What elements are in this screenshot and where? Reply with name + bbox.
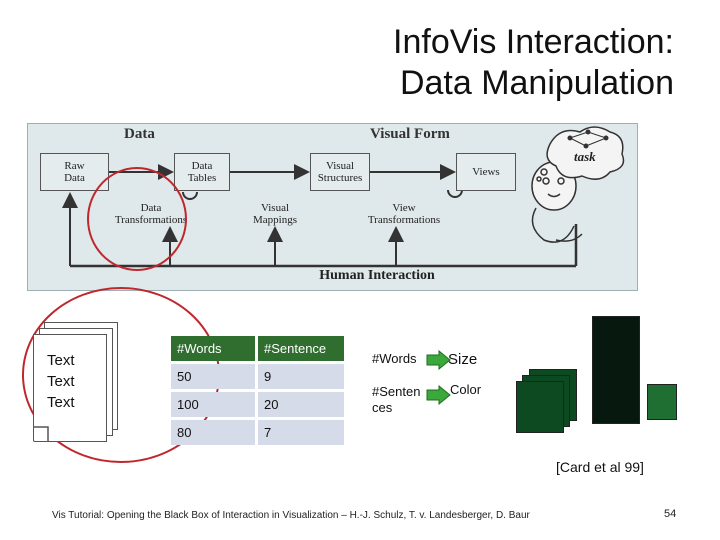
mapping-source-words: #Words xyxy=(372,351,417,366)
header-words: #Words xyxy=(171,336,255,361)
cell-sentence: 20 xyxy=(258,392,344,417)
page-number: 54 xyxy=(664,508,677,520)
raw-data-box: Raw Data xyxy=(40,153,109,191)
document-glyph-small xyxy=(647,384,677,420)
cell-words: 100 xyxy=(171,392,255,417)
title-line-2: Data Manipulation xyxy=(399,64,674,102)
table-row: 80 7 xyxy=(171,420,344,445)
mapping-source-sentences: #Senten ces xyxy=(372,384,421,415)
document-page-front xyxy=(33,334,107,442)
human-interaction-caption: Human Interaction xyxy=(298,269,456,283)
visual-mappings-caption: Visual Mappings xyxy=(253,202,297,226)
cell-words: 80 xyxy=(171,420,255,445)
footer-text: Vis Tutorial: Opening the Black Box of I… xyxy=(52,510,530,521)
cell-sentence: 9 xyxy=(258,364,344,389)
visual-structures-box: Visual Structures xyxy=(310,153,370,191)
table-row: 50 9 xyxy=(171,364,344,389)
section-visual-form-label: Visual Form xyxy=(370,126,450,142)
document-text-line: Text xyxy=(47,394,75,411)
views-box: Views xyxy=(456,153,516,191)
title-line-1: InfoVis Interaction: xyxy=(393,23,674,61)
cell-sentence: 7 xyxy=(258,420,344,445)
mapping-target-size: Size xyxy=(448,351,478,368)
task-label: task xyxy=(574,149,596,164)
document-text-line: Text xyxy=(47,352,75,369)
document-text-line: Text xyxy=(47,373,75,390)
view-transformations-caption: View Transformations xyxy=(367,202,441,226)
word-count-table: #Words #Sentence 50 9 100 20 80 7 xyxy=(168,333,347,448)
document-glyph-medium-front xyxy=(516,381,564,433)
highlight-oval-data-transformations xyxy=(87,167,187,271)
header-sentence: #Sentence xyxy=(258,336,344,361)
slide-title: InfoVis Interaction: Data Manipulation xyxy=(254,22,674,104)
section-data-label: Data xyxy=(124,126,155,142)
data-tables-box: Data Tables xyxy=(174,153,230,191)
mapping-target-color: Color xyxy=(450,382,482,397)
document-text-lines: Text Text Text xyxy=(47,350,75,413)
green-arrow-icon xyxy=(426,385,451,405)
green-arrow-icon xyxy=(426,350,451,370)
table-row: 100 20 xyxy=(171,392,344,417)
document-glyph-large xyxy=(592,316,640,424)
table-header-row: #Words #Sentence xyxy=(171,336,344,361)
citation: [Card et al 99] xyxy=(556,459,644,475)
task-thought-bubble-icon xyxy=(536,126,625,182)
cell-words: 50 xyxy=(171,364,255,389)
